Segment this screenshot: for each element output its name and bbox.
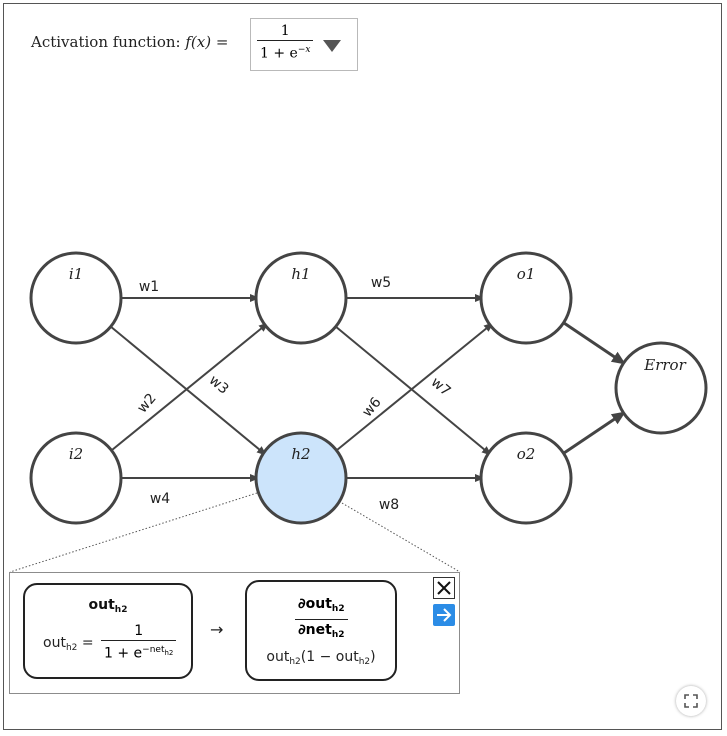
callout-line-right [341,502,461,573]
weight-label-w7: w7 [428,374,454,399]
edge-i2-h1[interactable] [111,322,269,451]
weight-label-w2: w2 [134,390,159,416]
activation-formula: 1 1 + e−x [257,23,314,63]
node-error[interactable]: Error [614,341,708,435]
node-h2[interactable]: h2 [254,431,348,525]
activation-label-text: Activation function: [31,33,186,51]
activation-label-fx: f(x) = [185,33,229,51]
node-o1[interactable]: o1 [479,251,573,345]
node-detail-panel: outh2 outh2 = 1 1 + e−neth2 → ∂outh2 ∂ne… [9,572,460,694]
card2-derivative-expression: outh2(1 − outh2) [266,649,376,667]
activation-function-dropdown[interactable]: 1 1 + e−x [250,18,358,71]
node-o2[interactable]: o2 [479,431,573,525]
formula-exponent: −x [297,45,311,55]
output-formula-card[interactable]: outh2 outh2 = 1 1 + e−neth2 [23,583,193,679]
weight-label-w3: w3 [206,372,232,397]
next-step-button[interactable] [433,604,455,626]
node-label-i1: i1 [69,265,83,283]
node-h1[interactable]: h1 [254,251,348,345]
node-label-error: Error [643,356,686,374]
formula-denominator: 1 + e [260,45,298,62]
weight-label-w4: w4 [150,491,170,507]
formula-numerator: 1 [280,23,290,39]
close-button[interactable] [433,577,455,599]
weight-label-w1: w1 [139,279,159,295]
close-icon [437,581,451,595]
card1-eq-lhs: outh2 = [43,635,94,653]
card2-derivative-fraction: ∂outh2 ∂neth2 [295,596,348,644]
node-i1[interactable]: i1 [29,251,123,345]
arrow-right-separator: → [210,620,224,639]
chevron-down-icon [323,40,341,52]
card1-title: outh2 [88,597,128,615]
node-label-i2: i2 [69,445,83,463]
edge-h2-o1[interactable] [336,322,494,451]
node-label-h1: h1 [291,265,310,283]
weight-label-w5: w5 [371,275,391,291]
fullscreen-icon [684,694,698,708]
node-label-h2: h2 [291,445,310,463]
edge-o1-error[interactable] [563,321,626,366]
fullscreen-button[interactable] [676,686,706,716]
weight-label-w6: w6 [359,394,384,420]
derivative-card[interactable]: ∂outh2 ∂neth2 outh2(1 − outh2) [245,580,397,681]
node-label-o1: o1 [517,265,536,283]
edge-i1-h2[interactable] [109,325,267,456]
activation-label: Activation function: f(x) = [31,33,228,51]
arrow-right-icon [437,608,452,622]
callout-line-left [9,492,258,573]
node-i2[interactable]: i2 [29,431,123,525]
weight-label-w8: w8 [379,497,399,513]
card1-eq-fraction: 1 1 + e−neth2 [101,623,177,663]
node-label-o2: o2 [517,445,536,463]
edge-o2-error[interactable] [563,410,626,455]
edge-h1-o2[interactable] [334,325,492,456]
